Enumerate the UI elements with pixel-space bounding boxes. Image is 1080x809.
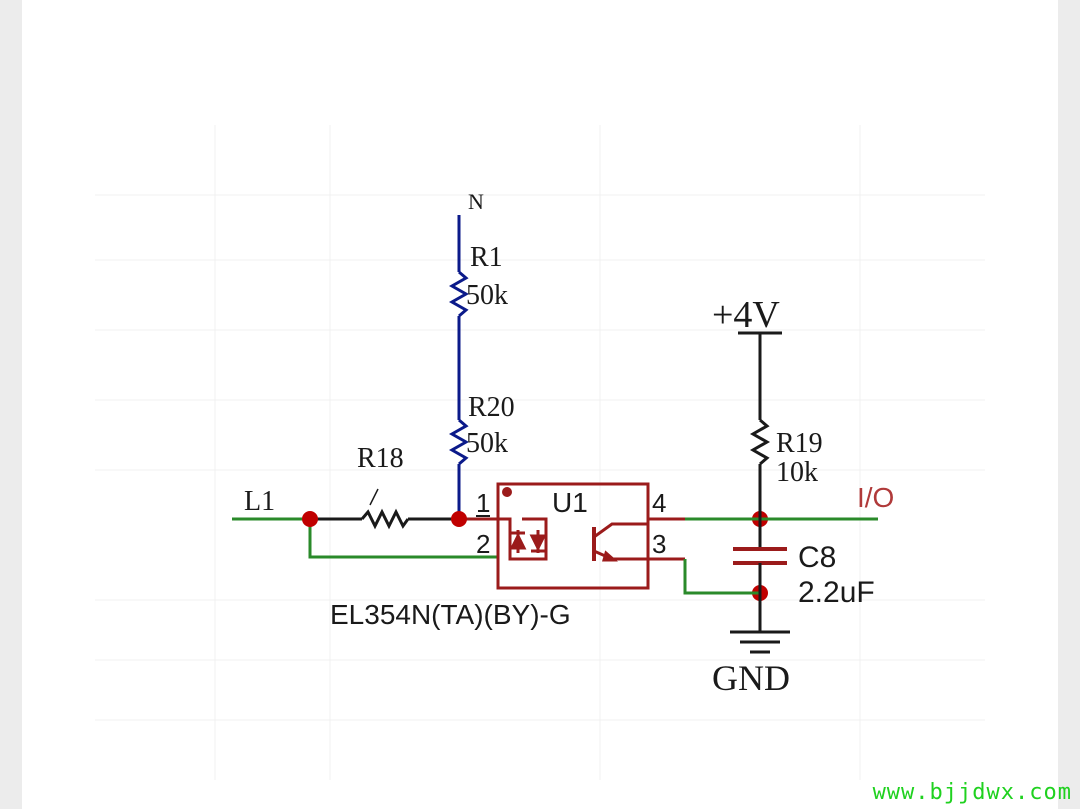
u1-ref-label: U1 [552,487,588,518]
watermark-text: www.bjjdwx.com [872,780,1072,805]
r20-resistor [448,418,470,466]
r20-ref-label: R20 [468,392,515,423]
u1-part-number: EL354N(TA)(BY)-G [330,599,571,630]
u1-pin2-label: 2 [476,529,490,559]
output-nets [648,517,878,595]
r1-value-label: 50k [466,280,508,311]
r19-value-label: 10k [776,457,818,488]
r19-resistor [749,418,771,466]
junction-dot-pin1 [451,511,467,527]
r18-ref-label: R18 [357,443,404,474]
vcc-r19-branch [738,331,782,519]
u1-pin1-label: 1 [476,488,490,518]
c8-ref-label: C8 [798,541,836,574]
ground-symbol [730,630,790,654]
r20-value-label: 50k [466,428,508,459]
u1-pin3-label: 3 [652,529,666,559]
io-net-label: I/O [857,482,894,513]
r1-r20-branch [448,215,470,519]
r19-ref-label: R19 [776,428,823,459]
background-grid [95,125,985,780]
junction-dot-l1 [302,511,318,527]
r1-resistor [448,270,470,318]
r1-ref-label: R1 [470,242,503,273]
vcc-label: +4V [712,294,780,336]
c8-capacitor [733,519,787,632]
r18-resistor [360,508,410,530]
u1-pin4-label: 4 [652,488,666,518]
gnd-label: GND [712,658,790,698]
u1-optocoupler [496,482,650,590]
top-net-label: N [468,189,484,214]
l1-net-label: L1 [244,486,275,517]
schematic-sheet [22,0,1058,809]
c8-value-label: 2.2uF [798,576,875,609]
